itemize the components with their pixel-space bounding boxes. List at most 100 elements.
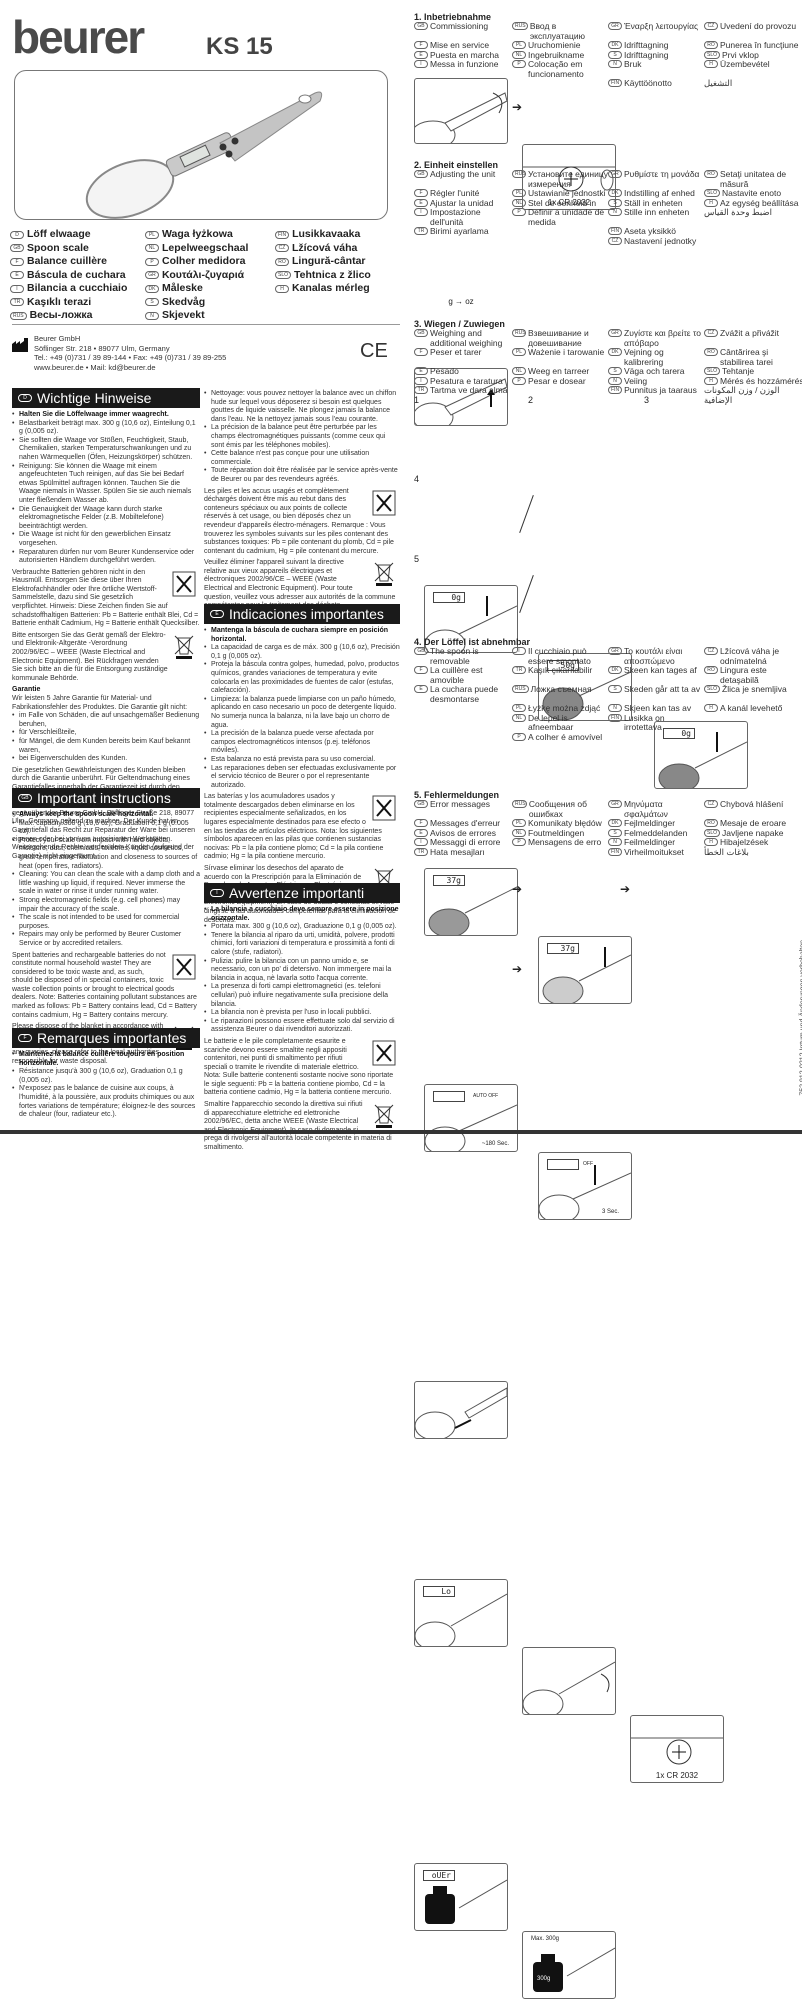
country-code-badge: RO [275, 257, 289, 266]
figure-open-battery-cover [414, 78, 508, 144]
product-name: Lepelweegschaal [162, 241, 249, 254]
section-fr-continued: Nettoyage: vous pouvez nettoyer la balan… [204, 390, 400, 611]
figure-detach-spoon [414, 1381, 508, 1439]
battery-disposal-icon [372, 1040, 396, 1066]
instruction-bullet: Die Waage ist nicht für den gewerblichen… [12, 531, 200, 548]
auto-off-label: AUTO OFF [473, 1093, 499, 1099]
step-title: 5. Fehlermeldungen [414, 790, 500, 800]
manufacturer-name: Beurer GmbH [34, 334, 81, 343]
divider [12, 324, 400, 325]
arrow-right-icon: ➔ [512, 962, 523, 976]
battery-type-label: 1x CR 2032 [547, 198, 591, 207]
product-name: Bilancia a cucchiaio [27, 282, 128, 294]
section-title: Indicaciones importantes [229, 606, 384, 622]
instruction-bullet: Résistance jusqu'à 300 g (10,6 oz), Grad… [12, 1068, 200, 1085]
instruction-bullet: La bilancia non è prevista per l'uso in … [204, 1009, 400, 1018]
off-time: 3 Sec. [601, 1209, 619, 1215]
lcd-display [547, 1159, 579, 1170]
country-code-badge: N [145, 311, 159, 320]
instruction-bullet: La capacidad de carga es de máx. 300 g (… [204, 644, 400, 661]
instruction-bullet: La précision de la balance peut être per… [204, 424, 400, 450]
country-code-badge: D [10, 230, 24, 239]
battery-type-label: 1x CR 2032 [655, 1771, 699, 1780]
figure-low-battery: Lo [414, 1579, 508, 1647]
battery-disposal-text: Le batterie e le pile completamente esau… [204, 1037, 394, 1097]
instruction-bullet: Tenere la bilancia al riparo da urti, um… [204, 932, 400, 958]
auto-off-time: ~180 Sec. [481, 1141, 509, 1147]
manufacturer-phone: Tel.: +49 (0)731 / 39 89-144 • Fax: +49 … [34, 353, 227, 362]
instruction-bullet: Max. capacity 300 g (10,6 oz), Graduatio… [12, 820, 200, 837]
country-code-badge: DK [145, 284, 159, 293]
battery-disposal-icon [372, 795, 396, 821]
country-code-badge: P [145, 257, 159, 266]
guarantee-title: Garantie [12, 686, 41, 694]
divider-slash [519, 575, 534, 613]
instruction-bullet: La bilancia a cucchiaio deve sempre esse… [211, 906, 399, 922]
figure-number: 4 [414, 474, 420, 484]
figure-auto-off: AUTO OFF ~180 Sec. [424, 1084, 518, 1152]
country-code-badge: S [145, 298, 159, 307]
battery-disposal-text: Las baterías y los acumuladores usados y… [204, 793, 384, 861]
lcd-display: 0g [433, 592, 465, 603]
country-code-badge: SLO [275, 271, 292, 280]
figure-number: 1 [414, 395, 420, 405]
country-code-badge: F [18, 1034, 32, 1042]
instruction-bullet: La presenza di forti campi elettromagnet… [204, 983, 400, 1009]
manufacturer-info: Beurer GmbH Söflinger Str. 218 • 89077 U… [34, 334, 226, 372]
product-name: Lusikkavaaka [292, 228, 361, 240]
model-name: KS 15 [206, 33, 273, 60]
product-name: Kaşıklı terazi [27, 295, 92, 308]
country-code-badge: GR [145, 271, 159, 280]
instruction-bullet: Pulizia: pulire la bilancia con un panno… [204, 958, 400, 984]
instruction-bullet: Cette balance n'est pas conçue pour une … [204, 450, 400, 467]
battery-disposal-icon [172, 954, 196, 979]
battery-disposal-text: Spent batteries and rechargeable batteri… [12, 951, 197, 1019]
instruction-bullet: Protect your scale from impact with hard… [12, 837, 200, 871]
step-title: 1. Inbetriebnahme [414, 12, 492, 22]
country-code-badge: NL [145, 244, 159, 253]
instruction-bullet: Cleaning: You can clean the scale with a… [12, 871, 200, 897]
product-name: Colher medidora [162, 255, 246, 267]
figure-unit-button [414, 368, 508, 426]
instruction-bullet: Maintenez la balance cuillère toujours e… [19, 1051, 185, 1067]
instruction-bullet: Die Genauigkeit der Waage kann durch sta… [12, 506, 200, 532]
unit-switch-caption: g → oz [448, 297, 474, 306]
lcd-display: 0g [663, 728, 695, 739]
instruction-bullet: N'exposez pas le balance de cuisine aux … [12, 1085, 200, 1119]
instruction-bullet: Toute réparation doit être réalisée par … [204, 467, 400, 484]
instruction-bullet: Reinigung: Sie können die Waage mit eine… [12, 463, 200, 506]
guarantee-bullet: bei Eigenverschulden des Kunden. [12, 755, 200, 764]
country-code-badge: CZ [275, 244, 289, 253]
guarantee-bullet: für Verschleißteile, [12, 729, 200, 738]
guarantee-bullet: für Mängel, die dem Kunden bereits beim … [12, 738, 200, 755]
figure-overload: oUEr [414, 1863, 508, 1931]
lcd-display: 37g [433, 875, 465, 886]
country-code-badge: TR [10, 298, 24, 307]
product-image [14, 70, 388, 220]
battery-disposal-text: Les piles et les accus usagés et complèt… [204, 487, 394, 555]
spoon-scale-illustration [85, 91, 323, 219]
product-name: Skedvåg [162, 295, 206, 308]
product-name: Lingură-cântar [292, 255, 366, 267]
instruction-bullet: The scale is not intended to be used for… [12, 914, 200, 931]
product-name: Весы-ложка [29, 309, 93, 321]
section-title: Wichtige Hinweise [37, 390, 152, 406]
